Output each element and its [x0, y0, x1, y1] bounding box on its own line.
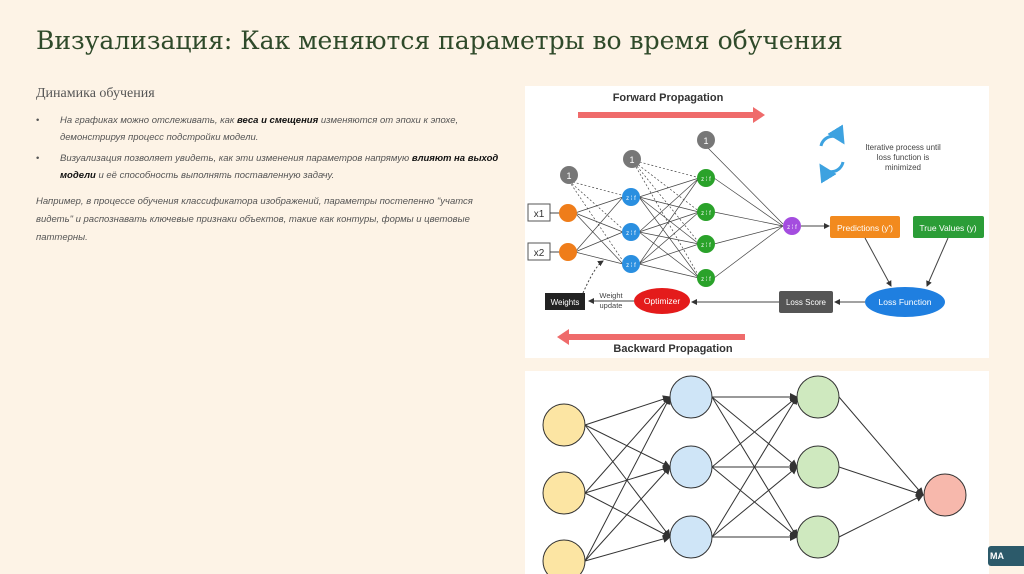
weight-connections — [574, 145, 784, 279]
page-title: Визуализация: Как меняются параметры во … — [36, 26, 843, 55]
svg-text:z ⁞ f: z ⁞ f — [626, 196, 636, 202]
hidden2-neuron: z ⁞ f — [697, 269, 715, 287]
input-x1-box: x1 — [527, 203, 551, 222]
predictions-box: Predictions (y') — [830, 216, 900, 238]
hidden1-node — [669, 515, 713, 559]
backward-label: Backward Propagation — [613, 343, 732, 355]
hidden1-node — [669, 375, 713, 419]
bullet-text: На графиках можно отслеживать, как — [60, 115, 237, 126]
svg-text:z ⁞ f: z ⁞ f — [626, 231, 636, 237]
output-neuron: z ⁞ f — [783, 217, 801, 235]
hidden1-neuron: z ⁞ f — [622, 255, 640, 273]
bullet-dot: • — [36, 115, 40, 126]
svg-text:Loss Function: Loss Function — [879, 297, 932, 307]
svg-text:z ⁞ f: z ⁞ f — [701, 177, 711, 183]
hidden1-neuron: z ⁞ f — [622, 188, 640, 206]
iterative-text: minimized — [885, 163, 921, 172]
hidden2-neuron: z ⁞ f — [697, 169, 715, 187]
input-node — [542, 471, 586, 515]
svg-text:1: 1 — [703, 136, 708, 146]
svg-text:Optimizer: Optimizer — [644, 296, 681, 306]
svg-text:z ⁞ f: z ⁞ f — [701, 277, 711, 283]
neural-network-svg — [542, 375, 967, 574]
weight-update-label: Weight — [599, 291, 623, 300]
svg-text:z ⁞ f: z ⁞ f — [701, 211, 711, 217]
bias-node: 1 — [623, 150, 641, 168]
bullet-list: • На графиках можно отслеживать, как вес… — [36, 112, 506, 188]
iterative-text: loss function is — [877, 153, 929, 162]
bullet-bold: веса и смещения — [237, 115, 319, 126]
svg-text:True Values (y): True Values (y) — [919, 223, 976, 233]
bullet-dot: • — [36, 153, 40, 164]
forward-label: Forward Propagation — [613, 92, 724, 104]
input-neuron — [559, 243, 577, 261]
bias-node: 1 — [560, 166, 578, 184]
input-x2-box: x2 — [527, 242, 551, 261]
bullet-text: Визуализация позволяет увидеть, как эти … — [60, 153, 412, 164]
svg-text:1: 1 — [566, 171, 571, 181]
svg-text:z ⁞ f: z ⁞ f — [701, 243, 711, 249]
bullet-bold: влияют на выход модели — [60, 153, 499, 181]
backward-arrow — [557, 329, 745, 345]
output-node — [923, 473, 967, 517]
input-node — [542, 403, 586, 447]
input-x2-label: x2 — [534, 248, 545, 259]
hidden2-neuron: z ⁞ f — [697, 235, 715, 253]
cycle-icon — [819, 124, 845, 184]
svg-text:1: 1 — [629, 155, 634, 165]
iterative-text: Iterative process until — [865, 143, 941, 152]
network-edges — [584, 393, 924, 562]
propagation-diagram: Forward Propagation Backward Propagation — [525, 86, 989, 358]
example-paragraph: Например, в процессе обучения классифика… — [36, 196, 473, 243]
input-x1-label: x1 — [534, 209, 545, 220]
hidden2-node — [796, 445, 840, 489]
svg-text:Weights: Weights — [551, 298, 580, 307]
loss-score-box: Loss Score — [779, 291, 833, 313]
loss-function-node: Loss Function — [865, 287, 945, 317]
bullet-text: изменяются от эпохи к эпохе, демонстриру… — [60, 115, 459, 143]
bullet-text: и её способность выполнять поставленную … — [95, 170, 335, 181]
hidden1-neuron: z ⁞ f — [622, 223, 640, 241]
bullet-item: • Визуализация позволяет увидеть, как эт… — [36, 150, 506, 184]
hidden2-node — [796, 375, 840, 419]
bullet-item: • На графиках можно отслеживать, как вес… — [36, 112, 506, 146]
hidden1-node — [669, 445, 713, 489]
svg-text:z ⁞ f: z ⁞ f — [787, 225, 797, 231]
svg-text:Predictions (y'): Predictions (y') — [837, 223, 893, 233]
propagation-svg: Forward Propagation Backward Propagation — [527, 92, 984, 355]
svg-text:z ⁞ f: z ⁞ f — [626, 263, 636, 269]
hidden2-neuron: z ⁞ f — [697, 203, 715, 221]
forward-arrow — [578, 107, 765, 123]
input-neuron — [559, 204, 577, 222]
weights-box: Weights — [545, 293, 585, 310]
input-node — [542, 539, 586, 574]
svg-text:Loss Score: Loss Score — [786, 298, 827, 307]
section-subtitle: Динамика обучения — [36, 86, 155, 101]
optimizer-node: Optimizer — [634, 288, 690, 314]
weight-update-label: update — [600, 301, 623, 310]
true-values-box: True Values (y) — [913, 216, 984, 238]
logo-badge: MA — [988, 546, 1024, 566]
neural-network-diagram — [525, 371, 989, 574]
bias-node: 1 — [697, 131, 715, 149]
hidden2-node — [796, 515, 840, 559]
